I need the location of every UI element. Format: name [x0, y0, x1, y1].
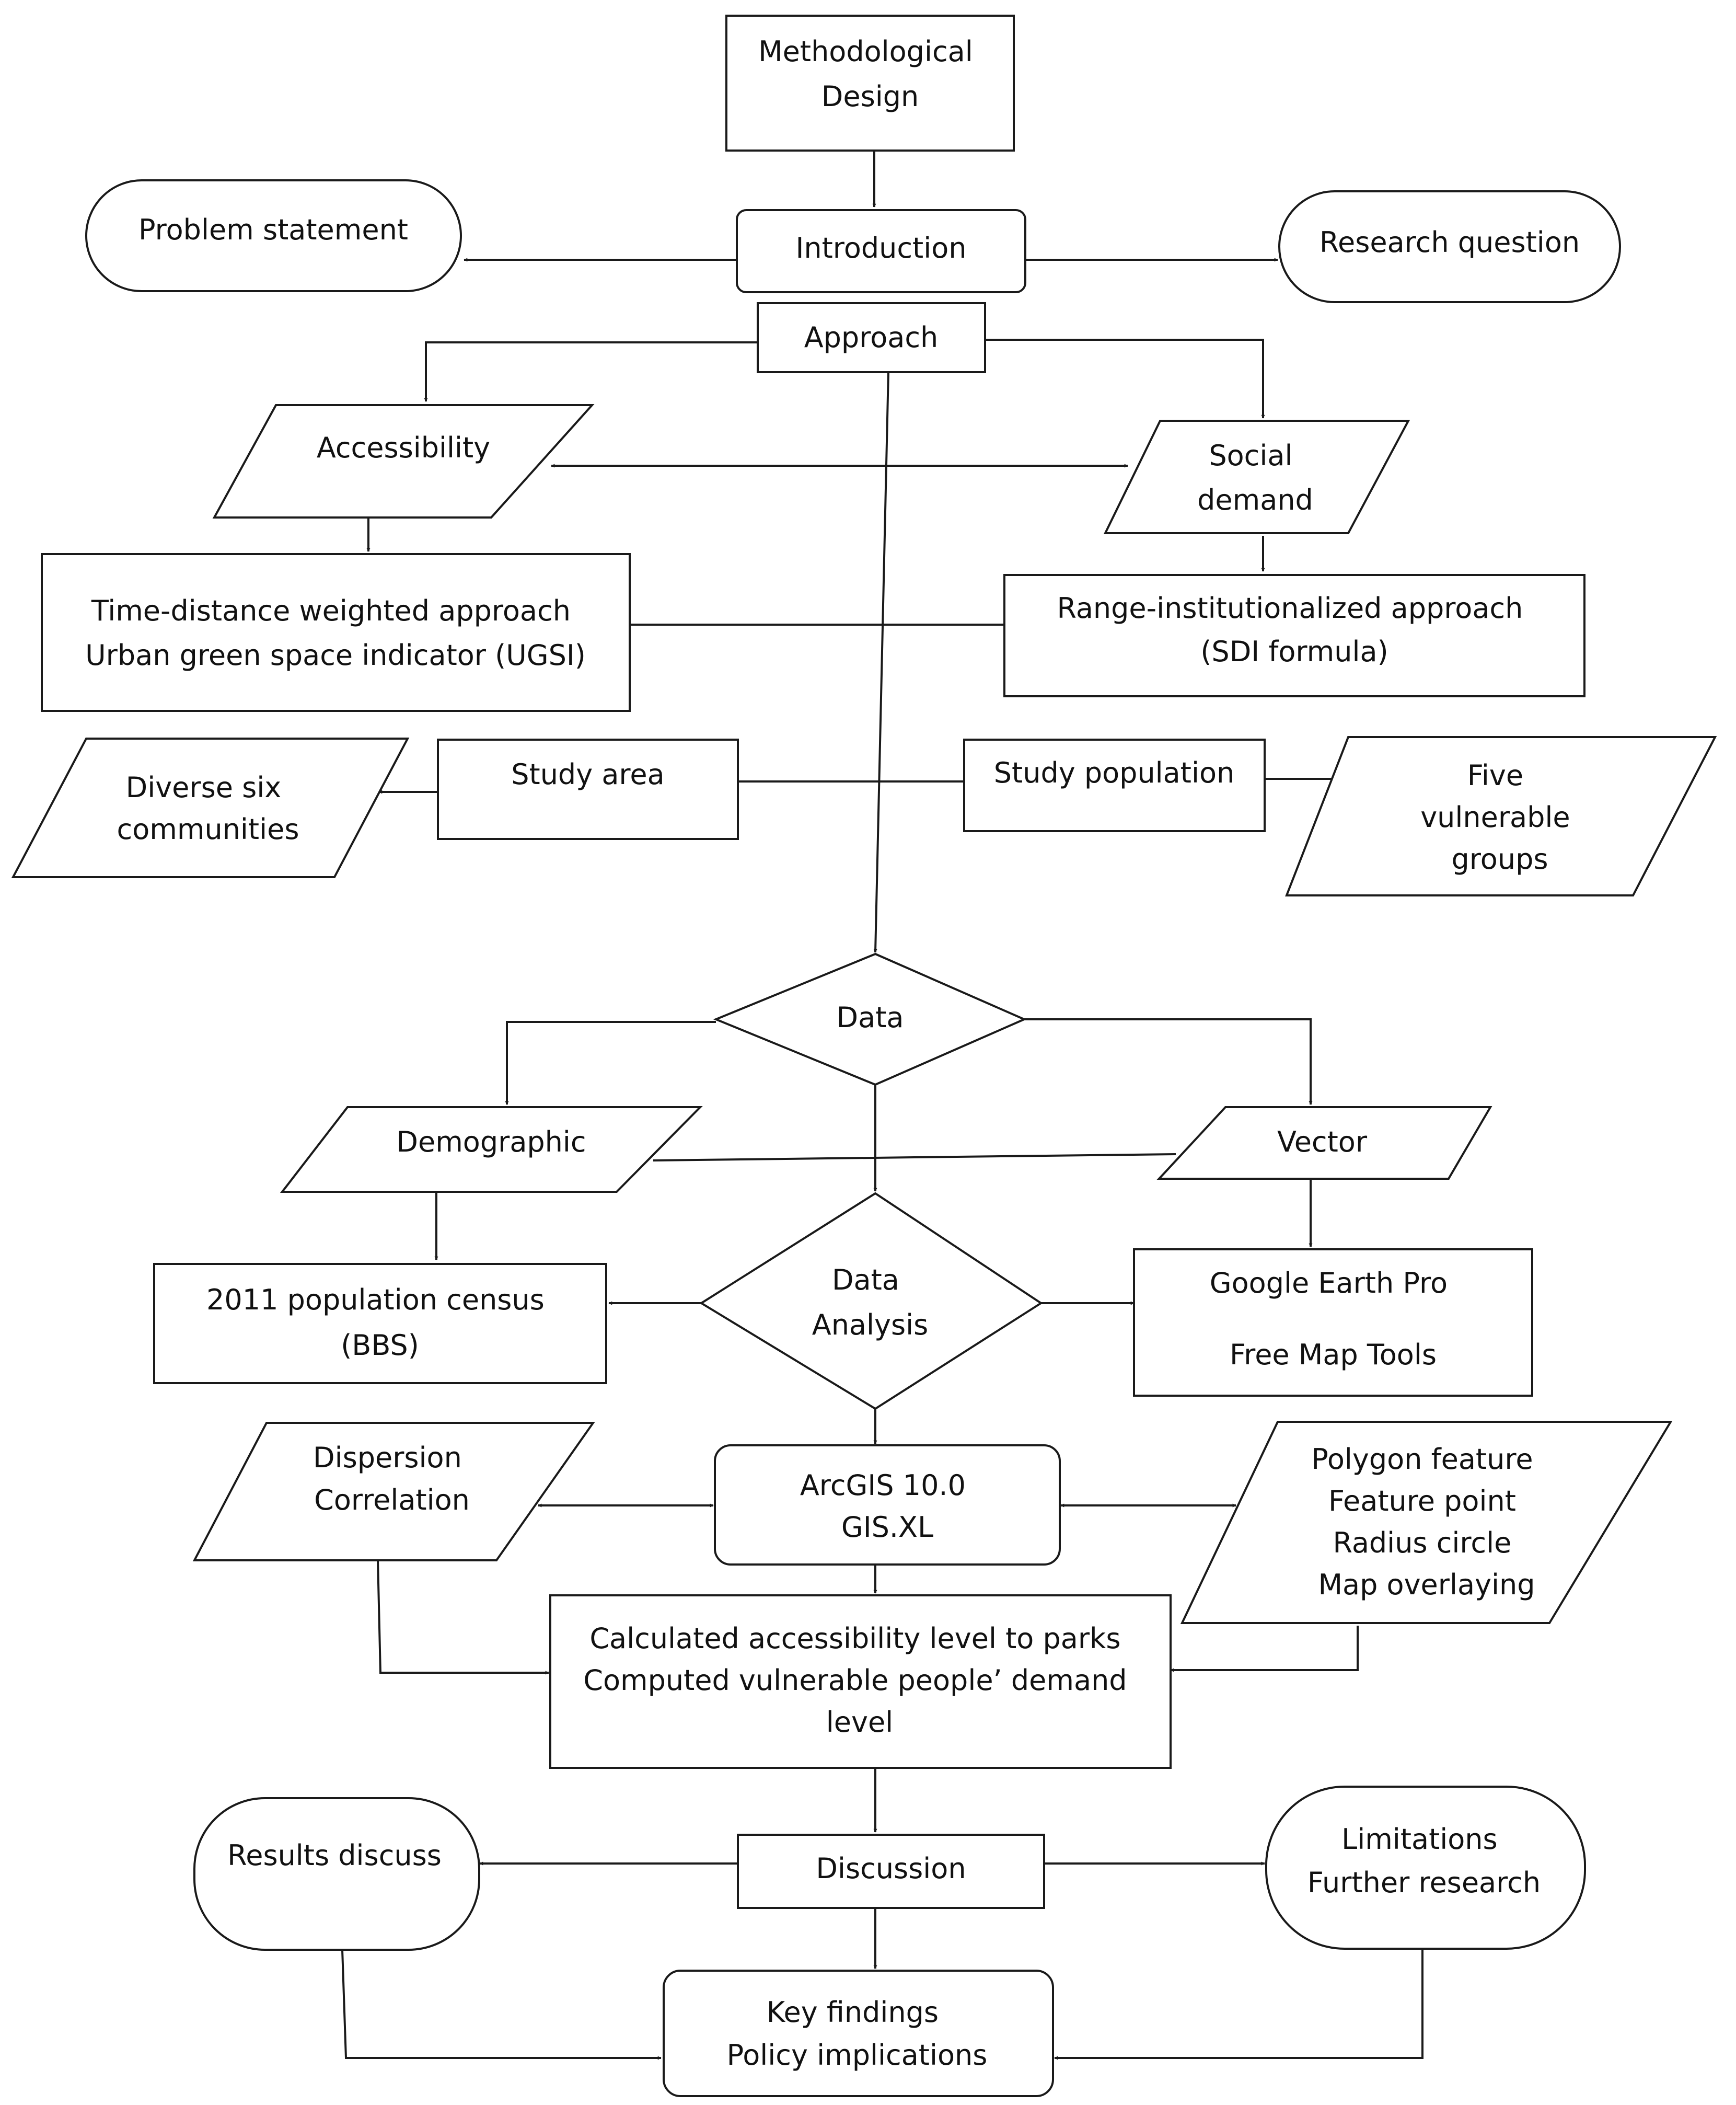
- node-text: Study area: [511, 758, 665, 791]
- node-text: Google Earth Pro Free Map Tools: [1210, 1267, 1456, 1371]
- node-vector: Vector: [1156, 1106, 1492, 1180]
- node-text: Dispersion Correlation: [313, 1441, 471, 1516]
- edge-limitations-to-key-findings: [1054, 1949, 1423, 2060]
- node-limitations: Limitations Further research: [1265, 1786, 1586, 1950]
- node-text: ArcGIS 10.0 GIS.XL: [800, 1469, 975, 1544]
- node-text: Introduction: [795, 232, 966, 264]
- node-discussion: Discussion: [737, 1834, 1045, 1909]
- node-text: Limitations Further research: [1307, 1823, 1541, 1899]
- node-text: Discussion: [816, 1852, 966, 1885]
- node-study-area: Study area: [437, 739, 739, 840]
- node-accessibility: Accessibility: [212, 404, 595, 519]
- node-google-earth-tools: Google Earth Pro Free Map Tools: [1133, 1248, 1533, 1397]
- node-key-findings: Key findings Policy implications: [663, 1970, 1054, 2097]
- node-diverse-six-communities: Diverse six communities: [11, 738, 410, 878]
- node-text: Problem statement: [138, 213, 408, 246]
- node-text: Research question: [1320, 226, 1580, 259]
- node-introduction: Introduction: [736, 209, 1026, 293]
- node-data: Data: [713, 952, 1027, 1086]
- node-text: Demographic: [396, 1125, 586, 1158]
- node-text: Time-distance weighted approach Urban gr…: [85, 594, 586, 672]
- edge-dispersion-to-calculated: [377, 1560, 549, 1675]
- node-methodological-design: Methodological Design: [725, 15, 1015, 152]
- node-text: Social demand: [1197, 439, 1313, 516]
- node-text: Approach: [804, 321, 939, 354]
- node-text: 2011 population census (BBS): [206, 1283, 553, 1362]
- node-range-institutionalized-approach: Range-institutionalized approach (SDI fo…: [1003, 574, 1585, 697]
- node-text: Data: [837, 1001, 904, 1034]
- edge-polygon-to-calculated: [1170, 1626, 1359, 1672]
- node-social-demand: Social demand: [1103, 420, 1410, 534]
- edge-demographic-vector: [653, 1153, 1176, 1161]
- edge-data-to-vector: [1024, 1018, 1313, 1105]
- node-time-distance-approach: Time-distance weighted approach Urban gr…: [41, 553, 631, 712]
- node-text: Study population: [994, 756, 1234, 789]
- node-text: Diverse six communities: [117, 771, 299, 846]
- node-text: Data Analysis: [812, 1263, 929, 1341]
- node-results-discuss: Results discuss: [193, 1797, 480, 1951]
- node-demographic: Demographic: [280, 1106, 703, 1193]
- node-study-population: Study population: [963, 739, 1266, 832]
- node-text: Key findings Policy implications: [727, 1996, 988, 2072]
- node-text: Range-institutionalized approach (SDI fo…: [1057, 592, 1532, 668]
- node-approach: Approach: [757, 302, 986, 373]
- node-calculated-accessibility: Calculated accessibility level to parks …: [549, 1594, 1172, 1769]
- edge-results-to-key-findings: [341, 1949, 662, 2060]
- node-problem-statement: Problem statement: [85, 179, 462, 292]
- node-text: Results discuss: [227, 1839, 442, 1872]
- node-text: Methodological Design: [758, 35, 982, 113]
- node-population-census: 2011 population census (BBS): [153, 1263, 607, 1384]
- node-arcgis: ArcGIS 10.0 GIS.XL: [714, 1444, 1061, 1566]
- node-polygon-features: Polygon feature Feature point Radius cir…: [1180, 1421, 1673, 1624]
- edge-approach-to-social-demand: [985, 339, 1265, 419]
- connector-lines: [341, 152, 1423, 2060]
- node-text: Five vulnerable groups: [1420, 759, 1579, 876]
- node-five-vulnerable-groups: Five vulnerable groups: [1285, 736, 1717, 896]
- edge-approach-to-data: [873, 372, 889, 953]
- node-research-question: Research question: [1278, 190, 1621, 303]
- node-dispersion-correlation: Dispersion Correlation: [192, 1422, 595, 1561]
- node-data-analysis: Data Analysis: [699, 1192, 1043, 1410]
- node-text: Accessibility: [317, 431, 490, 464]
- edge-approach-to-accessibility: [424, 341, 758, 402]
- node-text: Polygon feature Feature point Radius cir…: [1311, 1443, 1542, 1601]
- edge-data-to-demographic: [505, 1021, 716, 1105]
- node-text: Calculated accessibility level to parks …: [583, 1622, 1136, 1739]
- node-text: Vector: [1277, 1125, 1368, 1158]
